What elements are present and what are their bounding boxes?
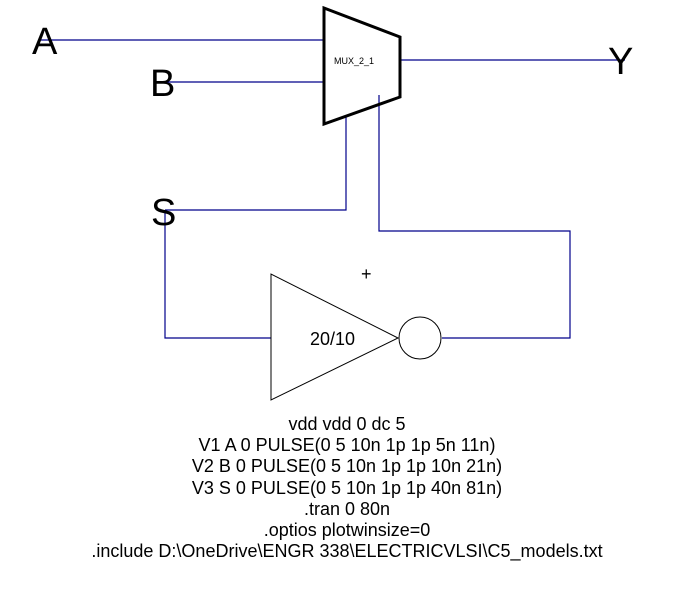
spice-line: .include D:\OneDrive\ENGR 338\ELECTRICVL… bbox=[91, 541, 602, 562]
pin-label-y: Y bbox=[608, 41, 633, 83]
inverter-size-label: 20/10 bbox=[310, 329, 355, 349]
spice-line: V3 S 0 PULSE(0 5 10n 1p 1p 40n 81n) bbox=[192, 478, 502, 498]
spice-line: vdd vdd 0 dc 5 bbox=[288, 414, 405, 434]
wires bbox=[40, 39, 625, 339]
origin-marker: + bbox=[361, 264, 372, 284]
wire-inverter-to-mux[interactable] bbox=[378, 95, 571, 339]
pin-label-a: A bbox=[32, 21, 58, 63]
wire-s-to-inverter[interactable] bbox=[164, 210, 271, 339]
mux-2-1[interactable]: MUX_2_1 bbox=[322, 5, 402, 127]
spice-line: .tran 0 80n bbox=[304, 499, 390, 519]
wire-s-to-mux[interactable] bbox=[165, 116, 347, 211]
mux-label: MUX_2_1 bbox=[334, 56, 374, 66]
inverter-bubble bbox=[398, 316, 442, 360]
inverter[interactable]: 20/10 bbox=[270, 273, 442, 401]
spice-directives: vdd vdd 0 dc 5 V1 A 0 PULSE(0 5 10n 1p 1… bbox=[91, 414, 602, 562]
mux-body[interactable] bbox=[322, 5, 402, 127]
spice-line: V2 B 0 PULSE(0 5 10n 1p 1p 10n 21n) bbox=[192, 456, 502, 476]
pin-label-s: S bbox=[151, 192, 176, 234]
inverter-body[interactable] bbox=[270, 273, 400, 401]
pin-label-b: B bbox=[150, 63, 175, 105]
spice-line: .optios plotwinsize=0 bbox=[264, 520, 431, 540]
spice-line: V1 A 0 PULSE(0 5 10n 1p 1p 5n 11n) bbox=[199, 435, 496, 455]
